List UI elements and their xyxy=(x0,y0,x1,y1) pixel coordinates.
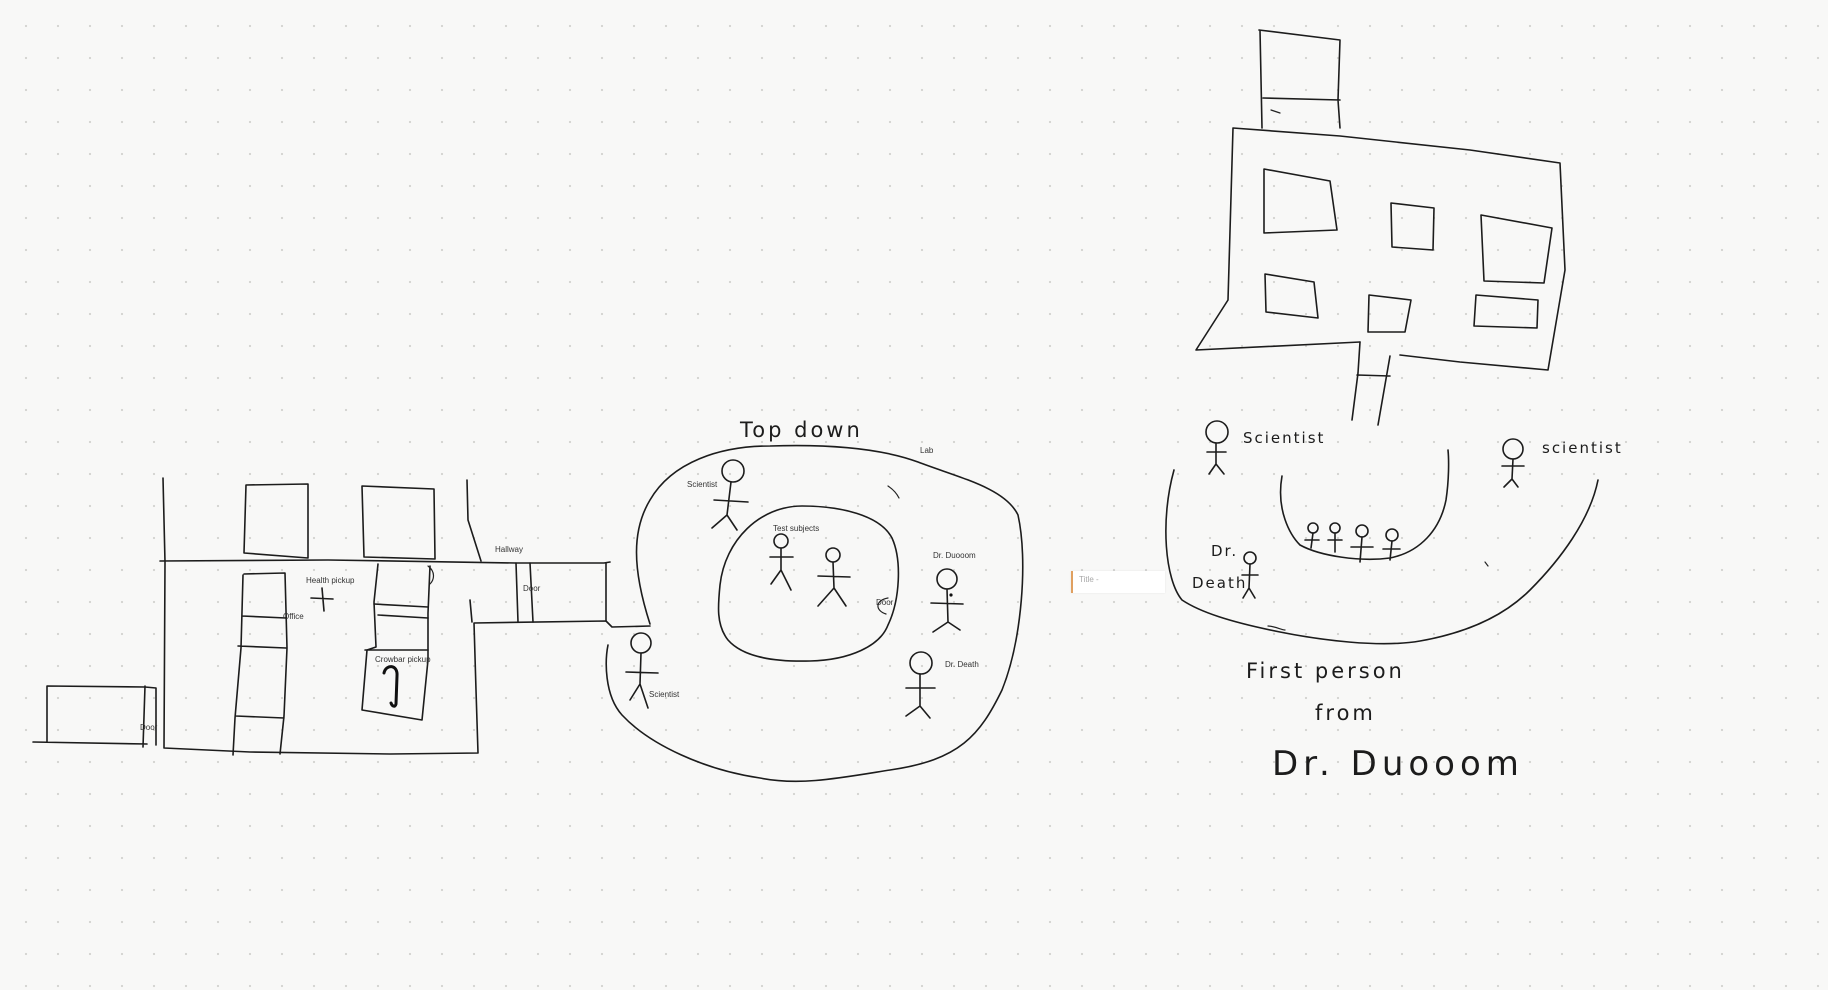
label-scientist-fp-right: scientist xyxy=(1542,439,1623,457)
label-crowbar-pickup: Crowbar pickup xyxy=(375,655,431,664)
label-first-person: First person xyxy=(1246,659,1405,683)
label-scientist-top: Scientist xyxy=(687,480,718,489)
scientist-figure-bottom xyxy=(625,632,659,709)
label-hallway: Hallway xyxy=(495,545,523,554)
label-door-left: Door xyxy=(140,723,158,732)
floor-plan-sketch: Door Office Health pickup Crowbar pickup… xyxy=(32,477,651,756)
label-door-lab: Door xyxy=(876,598,894,607)
health-cross-icon xyxy=(310,587,334,612)
label-health-pickup: Health pickup xyxy=(306,576,355,585)
label-office: Office xyxy=(283,612,304,621)
label-test-subjects: Test subjects xyxy=(773,524,819,533)
label-scientist-bottom: Scientist xyxy=(649,690,680,699)
test-subject-figure-1 xyxy=(769,533,794,591)
scientist-figure-top xyxy=(711,459,749,531)
label-dr-duooom-top: Dr. Duooom xyxy=(933,551,976,560)
scientist-figure-fp-left xyxy=(1205,420,1229,475)
label-scientist-fp-left: Scientist xyxy=(1243,429,1325,447)
label-dr-duooom-fp: Dr. Duooom xyxy=(1272,744,1524,784)
top-down-lab-sketch: Top down Lab Scientist Test subjects Dr.… xyxy=(605,418,1024,783)
dr-death-figure-fp xyxy=(1241,551,1259,599)
label-from: from xyxy=(1315,701,1376,725)
label-door-mid: Door xyxy=(523,584,541,593)
title-input[interactable]: Title - xyxy=(1071,571,1165,593)
label-death-fp: Death xyxy=(1192,574,1247,592)
label-top-down: Top down xyxy=(739,418,863,442)
first-person-sketch: Scientist scientist Dr. Death First pers… xyxy=(1165,29,1623,784)
crowbar-icon xyxy=(382,665,399,708)
test-subject-figure-2 xyxy=(817,547,851,607)
test-subjects-figures-fp xyxy=(1304,522,1401,563)
scientist-figure-fp-right xyxy=(1501,438,1525,488)
dr-death-figure xyxy=(905,651,936,719)
dr-duooom-figure xyxy=(930,568,964,633)
label-dr-fp: Dr. xyxy=(1211,542,1238,560)
label-dr-death-top: Dr. Death xyxy=(945,660,979,669)
label-lab: Lab xyxy=(920,446,934,455)
